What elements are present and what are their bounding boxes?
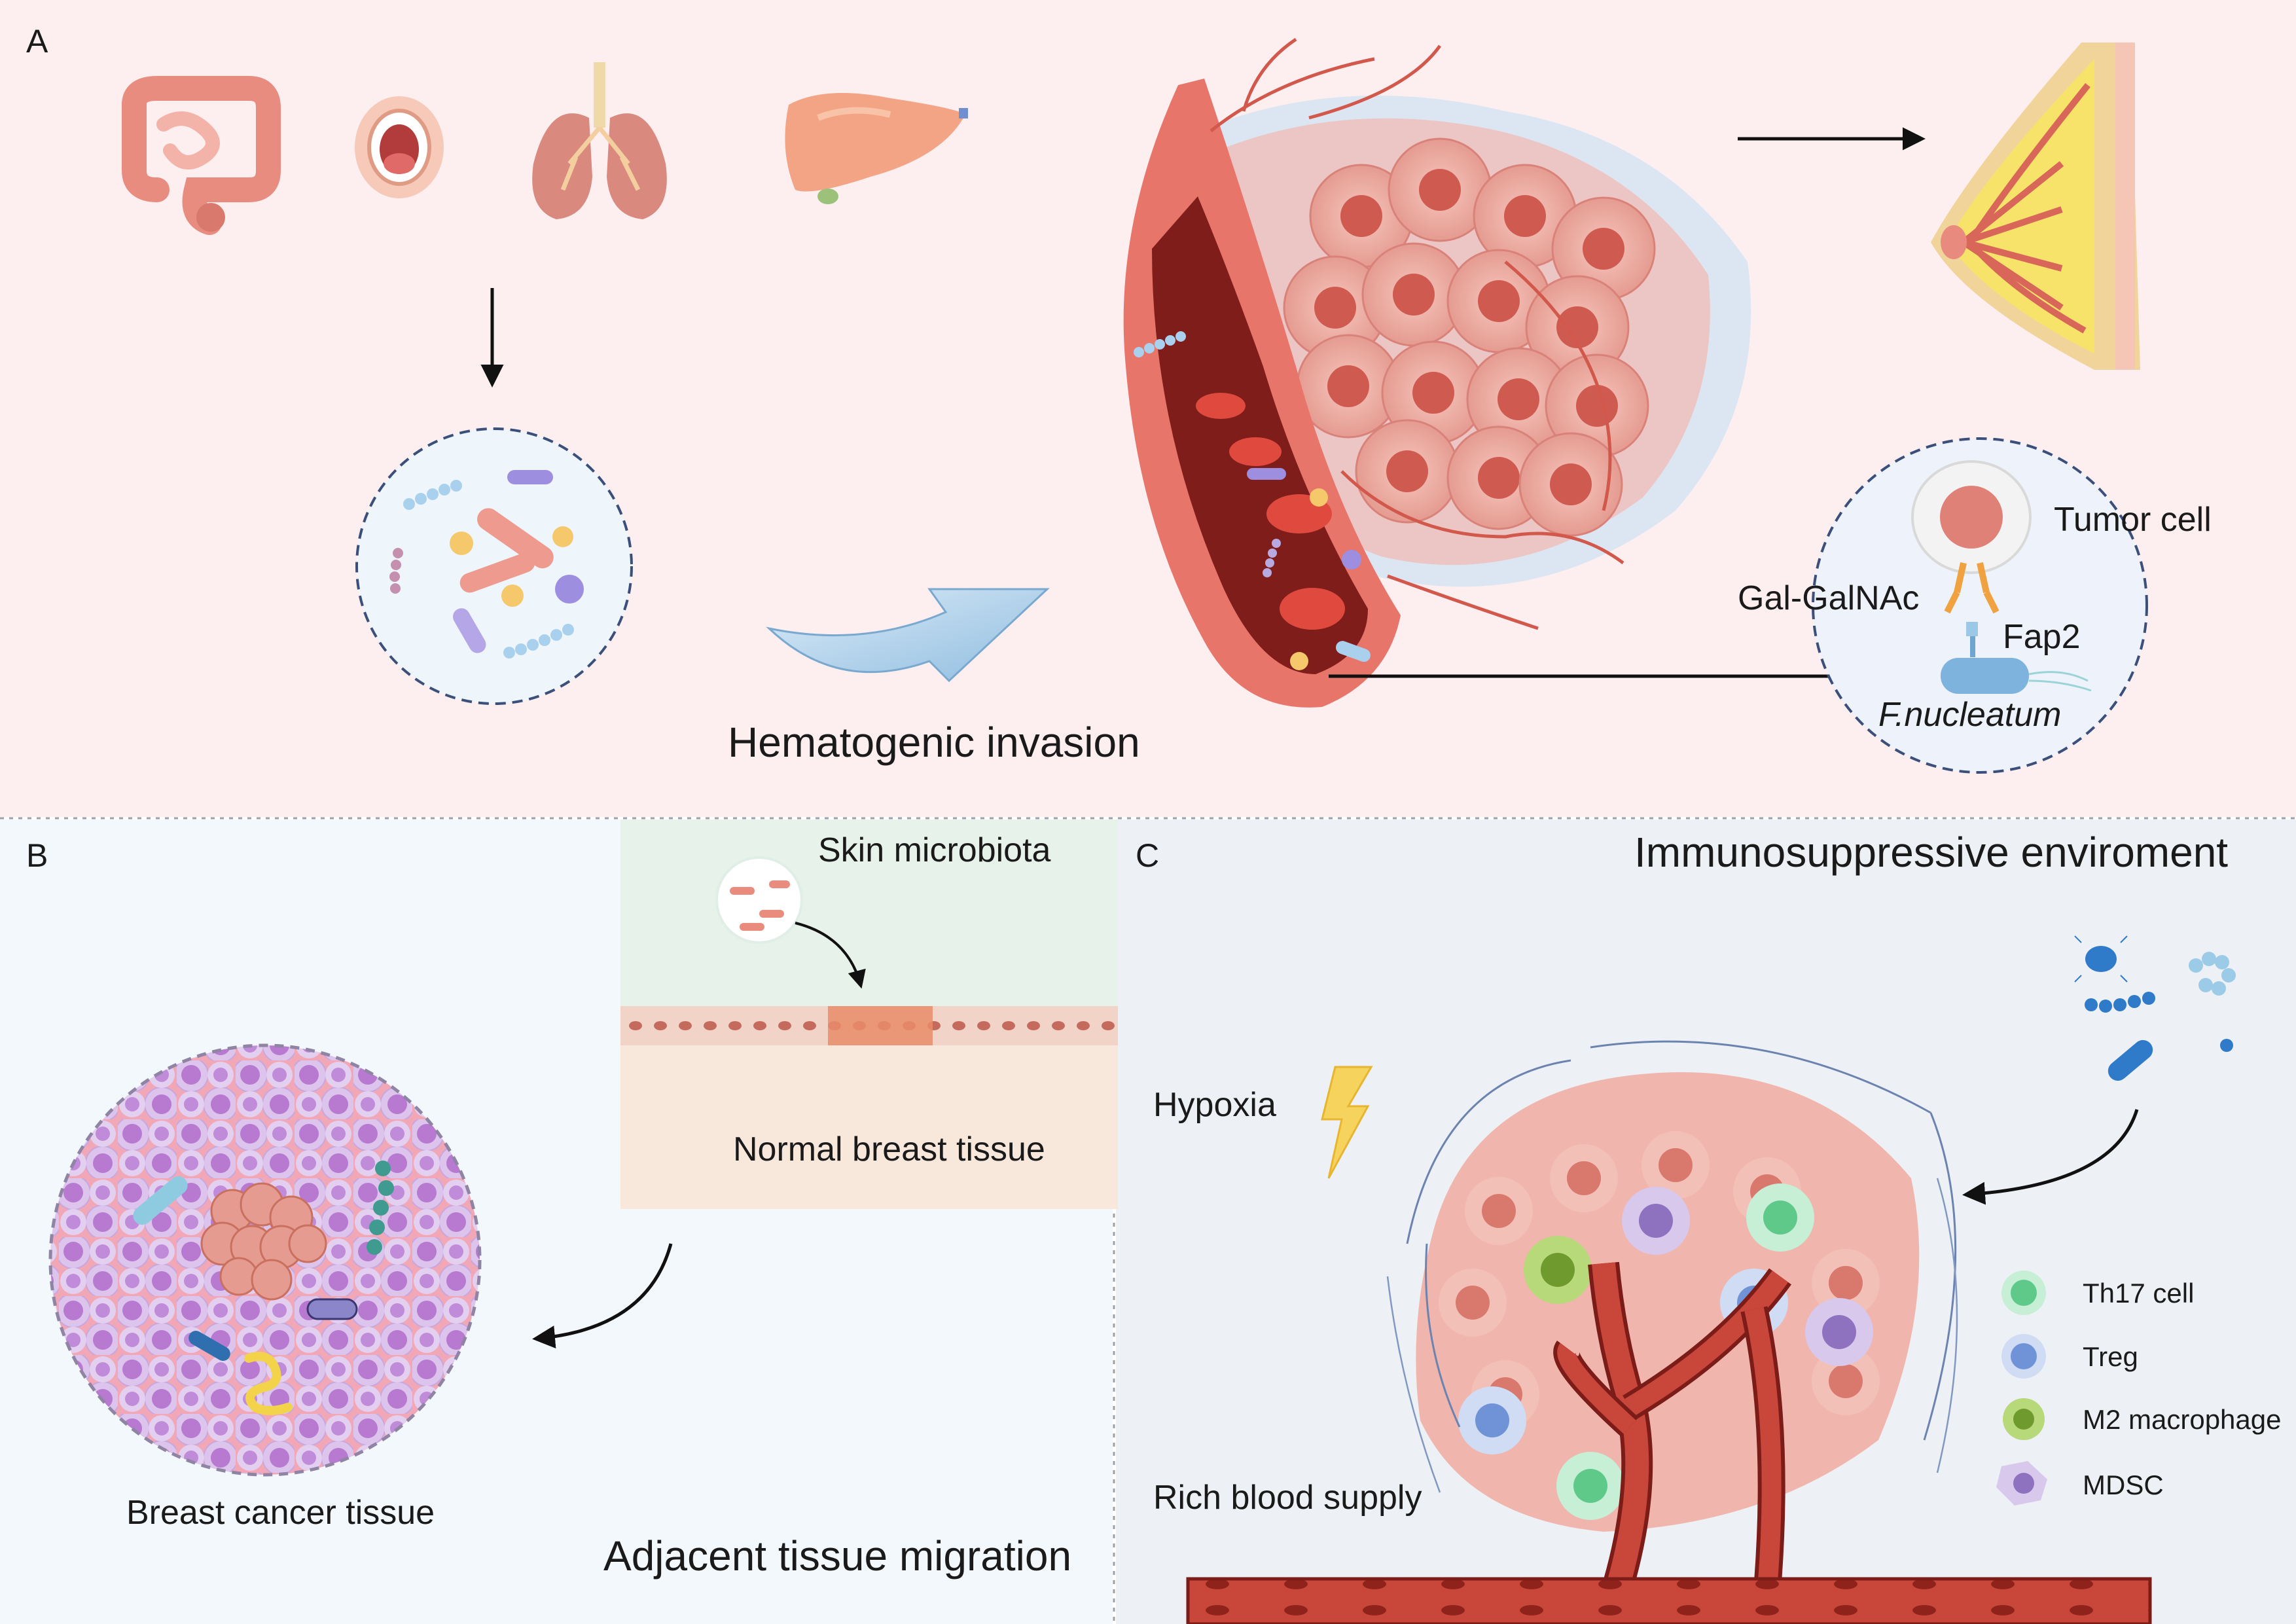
tme-cell-nucleus bbox=[1482, 1194, 1516, 1228]
tumor-cell-nucleus bbox=[1386, 450, 1428, 492]
tumor-cell-nucleus bbox=[1393, 274, 1435, 316]
tme-cell-nucleus bbox=[1475, 1403, 1509, 1437]
tme-cell-nucleus bbox=[1763, 1200, 1797, 1235]
legend-mdsc-icon bbox=[1996, 1461, 2047, 1506]
migration-arrow bbox=[532, 1243, 673, 1348]
skin-cell bbox=[952, 1021, 965, 1030]
skin-to-tissue-arrow bbox=[795, 922, 866, 989]
tumor-cell-nucleus bbox=[1583, 228, 1624, 270]
hypoxia-bolt-icon bbox=[1321, 1066, 1373, 1179]
tumor-cell-nucleus bbox=[1478, 457, 1520, 499]
tumor-cell-nucleus bbox=[1498, 378, 1539, 420]
immunosuppressive-title: Immunosuppressive enviroment bbox=[1634, 829, 2229, 876]
skin-cell bbox=[803, 1021, 816, 1030]
skin-cell bbox=[629, 1021, 642, 1030]
skin-cell bbox=[977, 1021, 990, 1030]
tme-cell-nucleus bbox=[1573, 1469, 1607, 1503]
tumor-cell-nucleus bbox=[1327, 365, 1369, 407]
normal-breast-tissue-label: Normal breast tissue bbox=[733, 1130, 1045, 1168]
skin-microbiota-label: Skin microbiota bbox=[818, 831, 1051, 869]
tumor-cell-nucleus bbox=[1550, 463, 1592, 505]
tme-cell-nucleus bbox=[1639, 1204, 1673, 1238]
skin-cell bbox=[704, 1021, 717, 1030]
horizontal-blood-vessel bbox=[1186, 1577, 2152, 1624]
skin-cell bbox=[728, 1021, 742, 1030]
legend-mdsc-label: MDSC bbox=[2083, 1470, 2164, 1500]
skin-cell bbox=[1002, 1021, 1015, 1030]
tumor-cell-nucleus bbox=[1340, 195, 1382, 237]
legend-m2-label: M2 macrophage bbox=[2083, 1404, 2282, 1435]
tme-cell-nucleus bbox=[1567, 1161, 1601, 1195]
fnucleatum-label: F.nucleatum bbox=[1878, 696, 2062, 734]
legend-treg-icon bbox=[2001, 1334, 2046, 1379]
legend-m2-icon bbox=[2003, 1398, 2045, 1440]
fap2-label: Fap2 bbox=[2003, 618, 2081, 656]
breast-icon bbox=[1931, 43, 2140, 370]
skin-cell bbox=[679, 1021, 692, 1030]
tumor-cell-nucleus bbox=[1412, 372, 1454, 414]
adjacent-tissue-migration-label: Adjacent tissue migration bbox=[603, 1532, 1072, 1579]
capillaries bbox=[1210, 37, 1624, 630]
tme-cell-nucleus bbox=[1829, 1364, 1863, 1398]
tme-cell-nucleus bbox=[1829, 1266, 1863, 1300]
tumor-cell-nucleus bbox=[1478, 280, 1520, 322]
hematogenic-invasion-label: Hematogenic invasion bbox=[728, 719, 1140, 766]
tumor-cell-nucleus bbox=[1314, 287, 1356, 329]
tme-cell-nucleus bbox=[1456, 1286, 1490, 1320]
tumor-cell-nucleus bbox=[1556, 306, 1598, 348]
hypoxia-label: Hypoxia bbox=[1153, 1086, 1276, 1124]
tumor-cell-label: Tumor cell bbox=[2054, 501, 2212, 539]
skin-cell bbox=[1052, 1021, 1065, 1030]
skin-cell bbox=[778, 1021, 791, 1030]
breast-cancer-tissue-label: Breast cancer tissue bbox=[126, 1494, 435, 1532]
skin-cell bbox=[654, 1021, 667, 1030]
tme-cell-nucleus bbox=[1822, 1315, 1856, 1349]
bacteria-cluster bbox=[2074, 935, 2236, 1081]
blood-vessel bbox=[1123, 79, 1401, 708]
legend-th17-icon bbox=[2001, 1271, 2046, 1315]
lungs-icon bbox=[532, 62, 667, 219]
mouth-icon bbox=[355, 96, 444, 198]
liver-icon bbox=[785, 93, 968, 204]
breast-cancer-circle bbox=[48, 1043, 482, 1477]
gal-galnac-label: Gal-GalNAc bbox=[1738, 579, 1920, 617]
skin-cell bbox=[1027, 1021, 1040, 1030]
panel-c-letter: C bbox=[1136, 837, 1160, 874]
skin-cell bbox=[1077, 1021, 1090, 1030]
tme-cell-nucleus bbox=[1541, 1253, 1575, 1287]
intestine-icon bbox=[122, 76, 281, 235]
microbiome-circle bbox=[355, 427, 633, 705]
skin-cell bbox=[753, 1021, 766, 1030]
legend-treg-label: Treg bbox=[2083, 1341, 2138, 1372]
fnucleatum-inset bbox=[1812, 437, 2148, 774]
tumor-cell-nucleus bbox=[1576, 385, 1618, 427]
tme-cell-nucleus bbox=[1659, 1148, 1693, 1182]
bacteria-to-tumor-arrow bbox=[1962, 1109, 2139, 1205]
skin-layer bbox=[620, 820, 1118, 1209]
legend-th17-label: Th17 cell bbox=[2083, 1278, 2195, 1308]
skin-cell bbox=[1102, 1021, 1115, 1030]
rich-blood-supply-label: Rich blood supply bbox=[1153, 1479, 1422, 1517]
hematogenic-curved-arrow bbox=[766, 588, 1050, 683]
panel-a-letter: A bbox=[26, 23, 48, 60]
panel-b-letter: B bbox=[26, 837, 48, 874]
tumor-microenvironment bbox=[1386, 1040, 1958, 1595]
tumor-cell-nucleus bbox=[1504, 195, 1546, 237]
tumor-cell-nucleus bbox=[1419, 169, 1461, 211]
